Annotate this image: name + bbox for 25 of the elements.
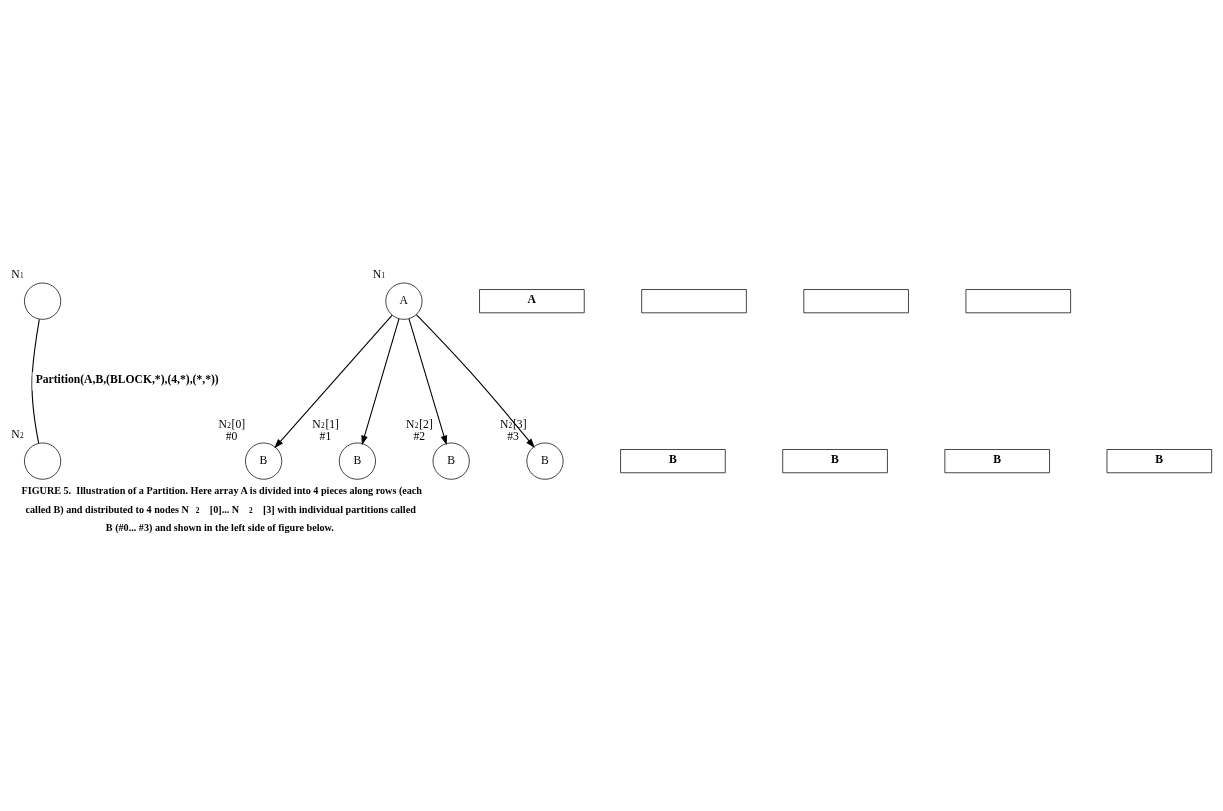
node-circle: B [245,442,283,480]
node-circle [24,282,62,320]
arrow [361,318,400,446]
arrow [415,314,535,448]
node-box [803,289,909,314]
node-circle: B [432,442,470,480]
node-box [965,289,1071,314]
node-box: B [782,449,888,474]
node-label: #2 [413,429,426,443]
connector [31,318,40,444]
node-circle: B [338,442,376,480]
node-circle: B [526,442,564,480]
node-circle [24,442,62,480]
node-box [641,289,747,314]
node-label: #0 [225,429,238,443]
arrow [274,314,393,449]
node-circle: A [385,282,423,320]
node-label: #1 [319,429,332,443]
node-box: A [479,289,585,314]
node-box: B [620,449,726,474]
arrow [408,318,448,446]
edge-label: Partition(A,B,(BLOCK,*),(4,*),(*,*)) [35,373,219,387]
node-box: B [944,449,1050,474]
node-label: #3 [507,429,519,443]
node-box: B [1106,449,1213,474]
